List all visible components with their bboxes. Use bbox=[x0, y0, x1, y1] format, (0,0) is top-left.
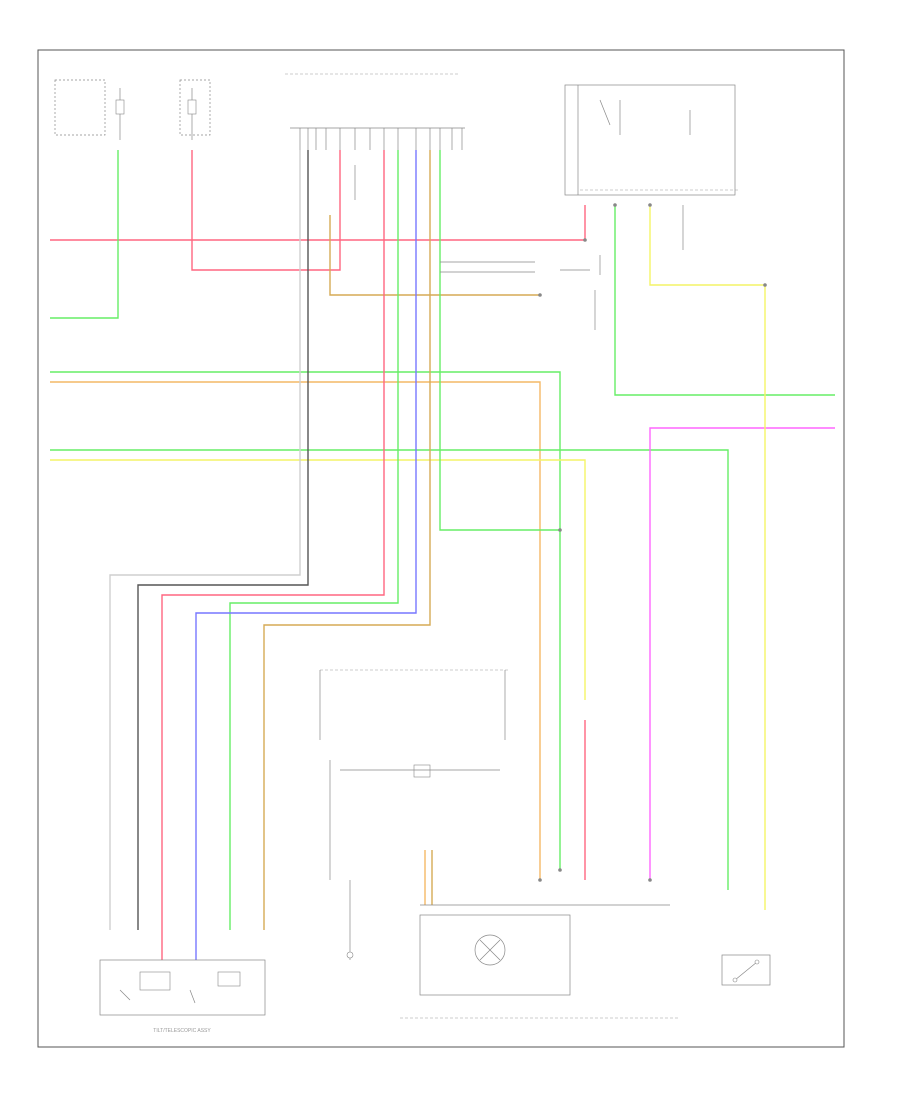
wire-black bbox=[137, 150, 309, 930]
junction-node bbox=[558, 528, 562, 532]
junction-node bbox=[558, 868, 562, 872]
junction-node bbox=[648, 878, 652, 882]
wire-green-mid bbox=[50, 449, 729, 890]
wire-grey-1 bbox=[109, 150, 301, 930]
wires bbox=[50, 150, 835, 960]
wire-yellow-mid bbox=[50, 459, 586, 700]
junction-node bbox=[583, 238, 587, 242]
wire-red-top bbox=[50, 205, 586, 241]
wire-tan bbox=[329, 215, 540, 296]
junctions bbox=[538, 203, 767, 882]
wire-green-long bbox=[50, 371, 561, 870]
fuse-block-left bbox=[54, 79, 211, 140]
wire-yellow-right bbox=[649, 205, 766, 910]
ecu-header bbox=[285, 73, 465, 150]
wire-red-2 bbox=[161, 150, 385, 960]
junction-node bbox=[538, 293, 542, 297]
junction-node bbox=[648, 203, 652, 207]
wire-green-2 bbox=[229, 150, 399, 930]
wire-green-3 bbox=[439, 150, 560, 531]
junction-node bbox=[538, 878, 542, 882]
wire-orange-long bbox=[50, 381, 541, 880]
sensor-block bbox=[319, 669, 680, 1019]
sensor-housing bbox=[419, 914, 571, 996]
junction-node bbox=[763, 283, 767, 287]
diagram-frame bbox=[37, 49, 845, 1048]
wire-green-left bbox=[50, 150, 119, 319]
wire-green-right bbox=[614, 205, 835, 396]
relay-area bbox=[564, 84, 740, 196]
wire-tan-2 bbox=[263, 150, 431, 930]
wire-red-fuse bbox=[191, 150, 341, 271]
wire-violet bbox=[649, 427, 835, 880]
tilt-assy-label: TILT/TELESCOPIC ASSY bbox=[153, 1028, 211, 1034]
right-switch bbox=[721, 954, 771, 986]
tilt-assy: TILT/TELESCOPIC ASSY bbox=[99, 959, 266, 1034]
junction-node bbox=[613, 203, 617, 207]
wire-blue bbox=[195, 150, 417, 960]
